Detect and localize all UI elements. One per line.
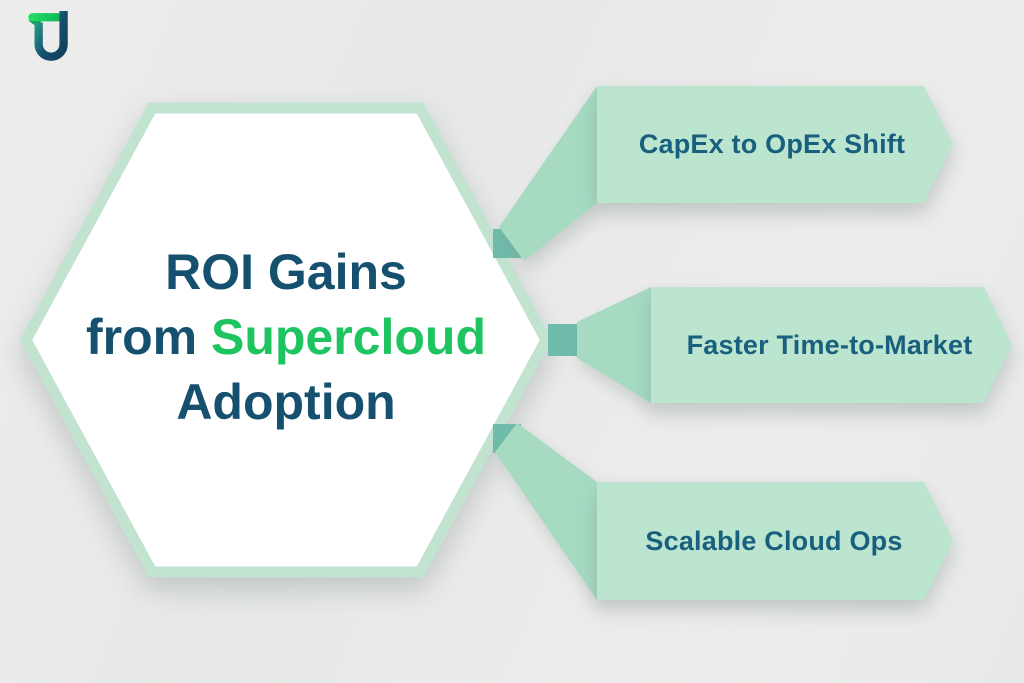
banner-label-capex-to-opex: CapEx to OpEx Shift (638, 129, 906, 159)
title-line-3: Adoption (176, 374, 396, 430)
hexagon-title: ROI Gains from Supercloud Adoption (0, 240, 572, 435)
banner-shape-top (597, 86, 953, 203)
banner-shape-middle (651, 287, 1012, 403)
logo-t-bar-icon (28, 13, 64, 22)
hexagon-shape (19, 102, 553, 578)
banner-shape-bottom (597, 482, 953, 600)
banner-label-faster-time-to-market: Faster Time-to-Market (686, 329, 973, 360)
title-line-1: ROI Gains (165, 244, 407, 300)
logo-u-icon (34, 11, 68, 61)
connector-square-middle (548, 324, 577, 356)
funnel-top (499, 86, 597, 261)
tu-logo-mark (28, 11, 68, 61)
banner-label-scalable-cloud-ops: Scalable Cloud Ops (645, 525, 903, 556)
title-line-2-prefix: from (85, 309, 211, 365)
title-line-2-highlight: Supercloud (210, 309, 487, 365)
funnel-middle (577, 287, 651, 403)
title-line-2: from Supercloud (0, 305, 572, 370)
funnel-bottom (495, 423, 597, 600)
tu-logo (28, 11, 68, 61)
